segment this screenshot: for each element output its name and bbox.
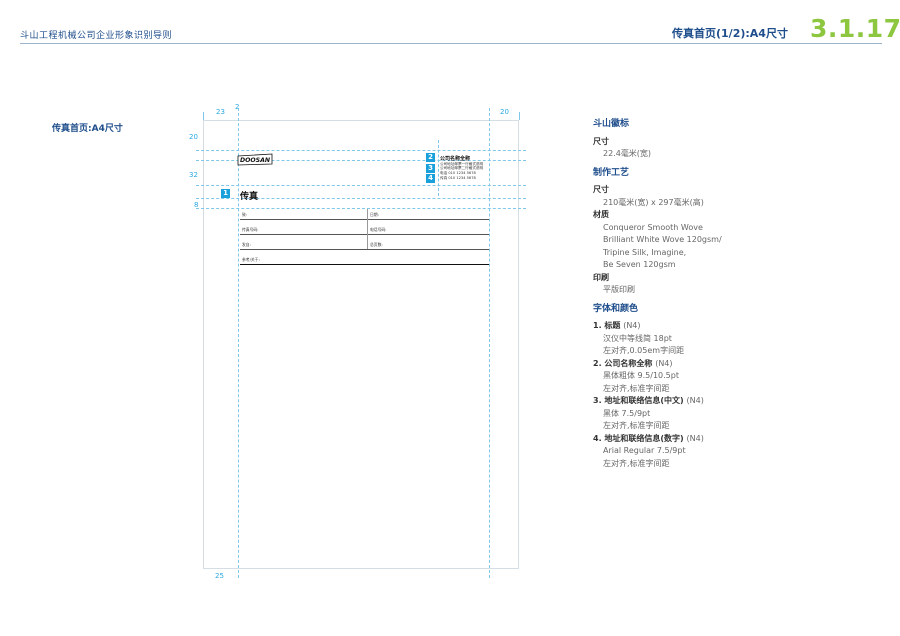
field-from: 发自: [242, 242, 251, 247]
type-item-line: 黑体 7.5/9pt [603, 408, 651, 418]
badge-2: 2 [426, 153, 435, 162]
type-item-title: 地址和联络信息(中文) [604, 396, 684, 405]
guide-right-margin [489, 108, 490, 578]
address-line-1: 公司地址邮票一行格式说明 [440, 162, 484, 166]
type-item-line: 汉仪中等线简 18pt [603, 333, 672, 343]
type-heading: 字体和颜色 [593, 303, 639, 314]
logo-text: DOOSAN [240, 157, 271, 164]
type-item-title: 标题 [604, 321, 621, 330]
form-line-1 [240, 219, 489, 220]
address-line-2: 公司地址邮票二行格式说明 [440, 166, 484, 170]
type-item-code: (N4) [686, 433, 704, 443]
type-item-line: 左对齐,标准字间距 [603, 421, 670, 430]
logo-size-value: 22.4毫米(宽) [603, 149, 652, 158]
print-value: 平版印刷 [603, 285, 635, 294]
type-item-line: 左对齐,0.05em字间距 [603, 346, 685, 355]
company-name: 公司名称全称 [440, 156, 471, 162]
badge-3: 3 [426, 164, 435, 173]
dim-20-left: 20 [189, 133, 198, 141]
field-fax-no: 传真号码: [242, 227, 259, 232]
tick-right [519, 112, 520, 120]
logo-size-label: 尺寸 [593, 136, 609, 146]
type-item-line: 左对齐,标准字间距 [603, 458, 670, 468]
address-fax: 传真 010 1234 5678 [440, 176, 476, 180]
form-line-2 [240, 234, 489, 235]
badge-4: 4 [426, 174, 435, 183]
material-2: Brilliant White Wove 120gsm/ [603, 235, 722, 244]
address-phone: 电话 010 1234 5678 [440, 171, 476, 175]
guide-logo-bottom [196, 160, 526, 161]
type-item-code: (N4) [655, 358, 673, 368]
field-pages: 总页数: [370, 242, 383, 247]
dim-32: 32 [189, 171, 198, 179]
material-1: Conqueror Smooth Wove [603, 222, 703, 232]
left-label: 传真首页:A4尺寸 [52, 124, 123, 134]
guide-title-bottom [196, 198, 526, 199]
fax-page [203, 120, 519, 569]
type-item-num: 3. [593, 396, 602, 405]
print-label: 印刷 [593, 272, 609, 282]
form-line-4 [240, 264, 489, 265]
material-label: 材质 [593, 210, 609, 219]
brand-line: 斗山工程机械公司企业形象识别导则 [20, 31, 173, 41]
field-date: 日期: [370, 212, 379, 217]
fax-title: 传真 [240, 192, 259, 202]
process-size-label: 尺寸 [593, 185, 609, 194]
process-size-value: 210毫米(宽) x 297毫米(高) [603, 197, 704, 207]
field-phone-no: 电话号码: [370, 227, 387, 232]
guide-form-top [196, 208, 526, 209]
type-item-4: 4. 地址和联络信息(数字) (N4) Arial Regular 7.5/9p… [593, 433, 883, 471]
type-item-line: Arial Regular 7.5/9pt [603, 446, 686, 455]
guide-left-margin [238, 108, 239, 578]
dim-25: 25 [215, 572, 224, 580]
badge-1: 1 [221, 189, 230, 198]
form-column-separator [367, 209, 368, 249]
header-divider [20, 43, 882, 44]
field-ref: 参考/关于: [242, 257, 260, 262]
form-line-3 [240, 249, 489, 250]
doosan-logo: DOOSAN [237, 151, 273, 166]
type-item-num: 1. [593, 321, 602, 330]
dim-23: 23 [216, 108, 225, 116]
process-heading: 制作工艺 [593, 167, 630, 178]
type-item-code: (N4) [686, 396, 704, 405]
dim-8: 8 [194, 201, 199, 209]
type-item-num: 4. [593, 433, 602, 443]
material-4: Be Seven 120gsm [603, 260, 676, 269]
type-item-code: (N4) [623, 321, 641, 330]
section-number: 3.1.17 [810, 14, 900, 43]
tick-left [203, 112, 204, 120]
type-item-line: 黑体粗体 9.5/10.5pt [603, 371, 679, 380]
section-title: 传真首页(1/2):A4尺寸 [672, 27, 788, 40]
dim-2: 2 [235, 103, 240, 111]
type-item-title: 公司名称全称 [604, 358, 653, 368]
type-item-2: 2. 公司名称全称 (N4) 黑体粗体 9.5/10.5pt 左对齐,标准字间距 [593, 358, 883, 396]
guide-address-column [438, 140, 439, 196]
type-item-3: 3. 地址和联络信息(中文) (N4) 黑体 7.5/9pt 左对齐,标准字间距 [593, 395, 883, 433]
spec-panel: 斗山徽标 尺寸 22.4毫米(宽) 制作工艺 尺寸 210毫米(宽) x 297… [593, 118, 883, 470]
material-3: Tripine Silk, Imagine, [603, 247, 687, 257]
guide-title-top [196, 185, 526, 186]
guide-top-margin [196, 150, 526, 151]
type-item-1: 1. 标题 (N4) 汉仪中等线简 18pt 左对齐,0.05em字间距 [593, 320, 883, 358]
dim-20-top: 20 [500, 108, 509, 116]
type-item-line: 左对齐,标准字间距 [603, 383, 670, 393]
type-item-num: 2. [593, 358, 602, 368]
logo-heading: 斗山徽标 [593, 119, 630, 129]
field-to: 致: [242, 212, 248, 217]
type-item-title: 地址和联络信息(数字) [604, 433, 684, 443]
